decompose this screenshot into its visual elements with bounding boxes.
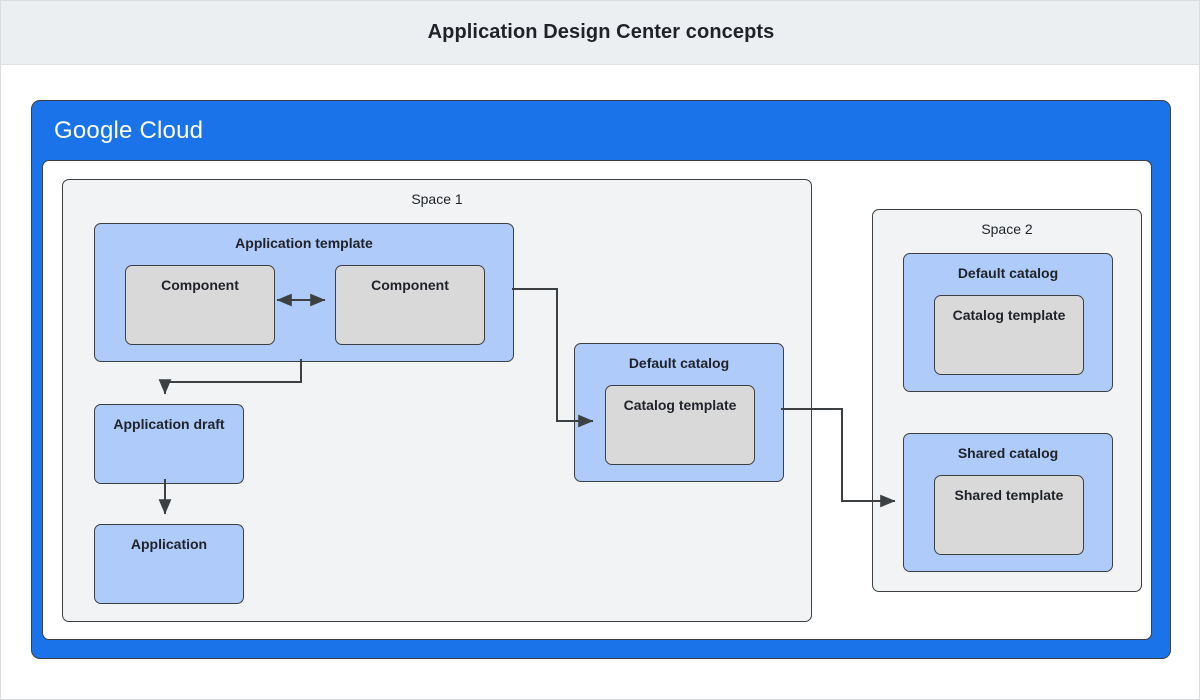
application-draft-block: Application draft [94, 404, 244, 484]
application-draft-label: Application draft [113, 416, 225, 432]
default-catalog-space-1-label: Default catalog [628, 355, 730, 371]
google-cloud-boundary: Google Cloud Space 1 Application templat… [31, 100, 1171, 659]
component-right-block: Component [335, 265, 485, 345]
space-1-container: Space 1 Application template Component C… [62, 179, 812, 622]
catalog-template-space-2-label: Catalog template [952, 307, 1066, 323]
space-2-label: Space 2 [981, 221, 1033, 237]
shared-template-space-2-label: Shared template [954, 487, 1064, 503]
application-template-label: Application template [235, 235, 373, 251]
catalog-template-space-1-block: Catalog template [605, 385, 755, 465]
shared-template-space-2-block: Shared template [934, 475, 1084, 555]
space-1-label: Space 1 [411, 191, 463, 207]
default-catalog-space-2-block: Default catalog Catalog template [903, 253, 1113, 392]
component-left-block: Component [125, 265, 275, 345]
google-cloud-logo: Google Cloud [54, 117, 203, 145]
space-2-container: Space 2 Default catalog Catalog template… [872, 209, 1142, 592]
shared-catalog-space-2-block: Shared catalog Shared template [903, 433, 1113, 572]
page-title: Application Design Center concepts [427, 21, 775, 43]
google-cloud-logo-primary: Google [54, 117, 133, 144]
shared-catalog-space-2-label: Shared catalog [957, 445, 1059, 461]
default-catalog-space-2-label: Default catalog [957, 265, 1059, 281]
application-template-block: Application template Component Component [94, 223, 514, 362]
catalog-template-space-2-block: Catalog template [934, 295, 1084, 375]
component-right-label: Component [371, 277, 449, 293]
default-catalog-space-1-block: Default catalog Catalog template [574, 343, 784, 482]
catalog-template-space-1-label: Catalog template [623, 397, 737, 413]
cloud-inner-pane: Space 1 Application template Component C… [42, 160, 1152, 640]
component-left-label: Component [161, 277, 239, 293]
page-title-bar: Application Design Center concepts [1, 1, 1199, 65]
application-block: Application [94, 524, 244, 604]
google-cloud-logo-secondary: Cloud [139, 117, 204, 144]
application-label: Application [130, 536, 208, 552]
